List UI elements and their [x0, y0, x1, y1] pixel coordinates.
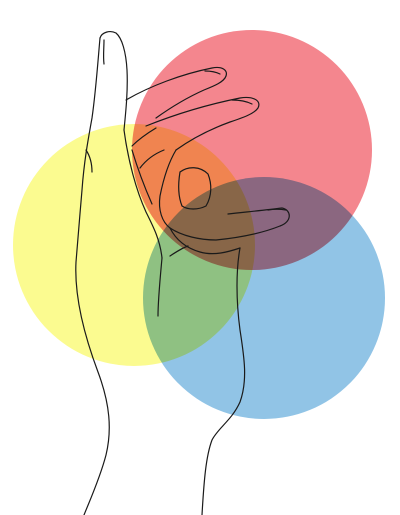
blue-circle — [143, 177, 385, 419]
hand-line-drawing — [75, 31, 290, 515]
